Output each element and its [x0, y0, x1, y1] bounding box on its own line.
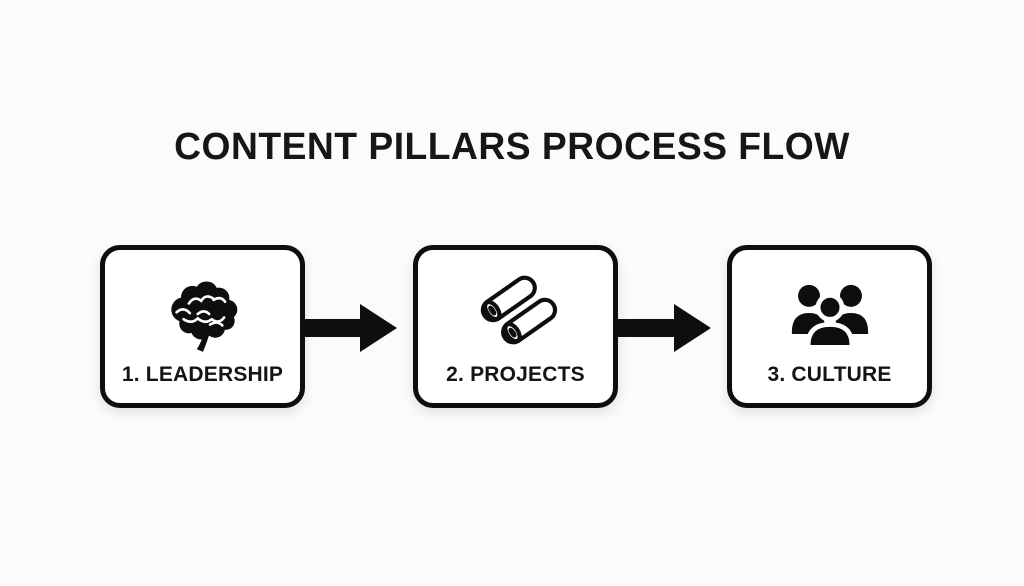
diagram-title: CONTENT PILLARS PROCESS FLOW	[174, 126, 850, 168]
pillar-box-leadership: 1. LEADERSHIP	[100, 245, 305, 408]
flow-arrow-1	[304, 300, 401, 356]
pillar-box-culture: 3. CULTURE	[727, 245, 932, 408]
people-group-icon	[782, 264, 878, 363]
pillar-label-projects: 2. PROJECTS	[446, 363, 585, 386]
brain-icon	[158, 264, 248, 363]
pillar-label-culture: 3. CULTURE	[767, 363, 892, 386]
pillar-box-projects: 2. PROJECTS	[413, 245, 618, 408]
pillar-label-leadership: 1. LEADERSHIP	[121, 363, 284, 386]
pipes-icon	[468, 264, 564, 363]
flow-arrow-2	[618, 300, 715, 356]
